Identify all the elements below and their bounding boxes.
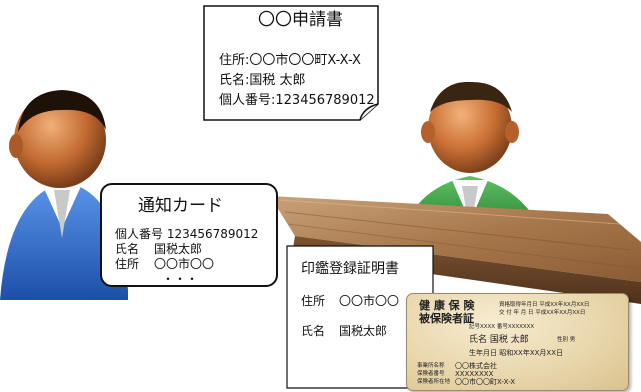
seal-certificate-name-label: 氏名 — [301, 324, 326, 338]
application-form-name: 氏名:国税 太郎 — [219, 73, 306, 88]
insurance-card-title-line1: 健 康 保 険 — [419, 299, 475, 312]
application-form-address: 住所:〇〇市〇〇町X-X-X — [219, 53, 361, 68]
insurance-card-insurer-no-value: XXXXXXXX — [455, 370, 494, 378]
insurance-card-employer-label: 事業所名称 — [417, 363, 445, 369]
insurance-card-title-line2: 被保険者証 — [419, 312, 474, 325]
insurance-card-issue-line1: 資格取得年月日 平成XX年XX月XX日 — [499, 302, 590, 308]
application-form-title: 〇〇申請書 — [258, 10, 343, 30]
application-form-personal-number: 個人番号:123456789012 — [219, 93, 375, 108]
insurance-card-issue-line2: 交 付 年 月 日 平成XX年XX月XX日 — [499, 310, 586, 316]
notification-card-address-label: 住所 — [115, 257, 140, 271]
left-person — [0, 90, 128, 300]
notification-card-address-value: 〇〇市〇〇 — [154, 257, 215, 271]
notification-card-ellipsis: ・・・ — [162, 272, 199, 286]
seal-certificate-address-value: 〇〇市〇〇 — [339, 294, 400, 308]
insurance-card-name: 氏名 国税 太郎 — [469, 335, 529, 345]
insurance-card-code: 記号XXXX 番号XXXXXXX — [469, 324, 535, 330]
health-insurance-card: 健 康 保 険 被保険者証 資格取得年月日 平成XX年XX月XX日 交 付 年 … — [406, 293, 629, 391]
notification-card-number: 個人番号 123456789012 — [115, 227, 259, 241]
insurance-card-insurer-addr-label: 保険者所在地 — [417, 379, 451, 385]
application-form-fold — [359, 103, 379, 121]
insurance-card-insurer-no-label: 保険者番号 — [417, 371, 445, 377]
notification-card-name-label: 氏名 — [115, 242, 140, 256]
seal-certificate-address-label: 住所 — [301, 294, 326, 308]
seal-certificate-title: 印鑑登録証明書 — [301, 261, 399, 277]
seal-certificate: 印鑑登録証明書 住所 〇〇市〇〇 氏名 国税太郎 — [285, 244, 435, 390]
application-form: 〇〇申請書 住所:〇〇市〇〇町X-X-X 氏名:国税 太郎 個人番号:12345… — [202, 4, 380, 122]
notification-card: 通知カード 個人番号 123456789012 氏名 国税太郎 住所 〇〇市〇〇… — [100, 183, 278, 287]
insurance-card-birth: 生年月日 昭和XX年XX月XX日 — [469, 349, 563, 357]
notification-card-name-value: 国税太郎 — [154, 242, 203, 256]
insurance-card-sex: 性別 男 — [557, 337, 576, 343]
insurance-card-employer-value: 〇〇株式会社 — [455, 362, 497, 370]
notification-card-title: 通知カード — [138, 196, 223, 216]
seal-certificate-name-value: 国税太郎 — [339, 324, 388, 338]
insurance-card-insurer-addr-value: 〇〇市〇〇町X-X-X — [455, 378, 516, 386]
